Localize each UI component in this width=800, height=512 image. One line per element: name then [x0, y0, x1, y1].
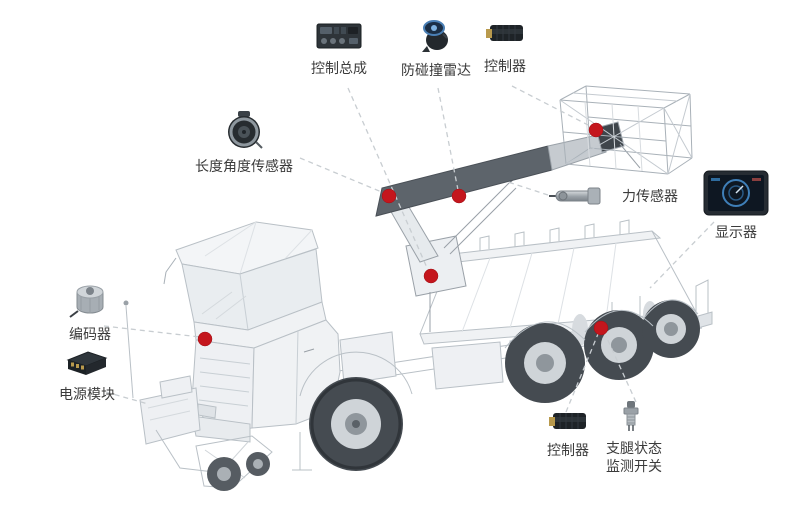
callout-label: 显示器 — [715, 224, 757, 240]
crane-boom — [375, 121, 641, 332]
connector-control-assembly — [347, 87, 429, 271]
callout-label: 防碰撞雷达 — [401, 62, 471, 78]
callout-label: 控制总成 — [311, 60, 367, 76]
callout-display: 显示器 — [700, 170, 772, 241]
front-equipment — [123, 300, 273, 489]
callout-power-module: 电源模块 — [52, 348, 122, 403]
callout-label: 控制器 — [484, 58, 526, 74]
outrigger-switch-icon — [623, 401, 639, 431]
callout-label: 编码器 — [69, 326, 111, 342]
callout-label: 电源模块 — [59, 386, 115, 402]
aerial-basket — [559, 85, 693, 175]
callout-controller-top: 控制器 — [472, 20, 538, 75]
callout-control-assembly: 控制总成 — [302, 20, 376, 77]
force-sensor-pin-icon — [549, 187, 601, 205]
callout-connector-lines — [103, 85, 715, 413]
callout-label-line2: 监测开关 — [606, 458, 662, 474]
sensor-marker-dot — [593, 320, 609, 336]
connector-force-sensor — [507, 181, 549, 196]
control-assembly-icon — [316, 23, 362, 49]
display-monitor-icon — [703, 170, 769, 216]
connector-power-module — [105, 391, 149, 405]
controller-connector-icon — [549, 413, 586, 429]
connector-outrigger-switch — [605, 335, 637, 403]
encoder-icon — [69, 285, 104, 318]
sensor-marker-dot — [451, 188, 467, 204]
connector-display — [649, 221, 715, 289]
sensor-marker-dot — [381, 188, 397, 204]
callout-encoder: 编码器 — [58, 280, 122, 343]
callout-anti-collision-radar: 防碰撞雷达 — [394, 16, 478, 79]
connector-angle-sensor — [299, 157, 385, 194]
power-module-icon — [66, 351, 108, 375]
connector-encoder — [103, 325, 201, 338]
sensor-marker-dot — [197, 331, 213, 347]
controller-connector-icon — [486, 25, 523, 41]
draw-wire-angle-sensor-icon — [228, 111, 263, 149]
callout-outrigger-switch: 支腿状态 监测开关 — [598, 398, 670, 475]
sensor-marker-dots — [197, 122, 609, 347]
connector-controller-top — [511, 85, 593, 128]
sensor-marker-dot — [588, 122, 604, 138]
wheels — [207, 299, 700, 491]
callout-label: 长度角度传感器 — [195, 158, 293, 174]
callout-label: 力传感器 — [622, 188, 678, 204]
anti-collision-radar-icon — [422, 20, 448, 52]
sensor-marker-dot — [423, 268, 439, 284]
callout-angle-sensor: 长度角度传感器 — [188, 110, 300, 175]
callout-controller-bottom: 控制器 — [538, 408, 598, 459]
callout-label-line1: 支腿状态 — [606, 440, 662, 456]
callout-label: 控制器 — [547, 442, 589, 458]
callout-force-sensor: 力传感器 — [548, 183, 678, 209]
